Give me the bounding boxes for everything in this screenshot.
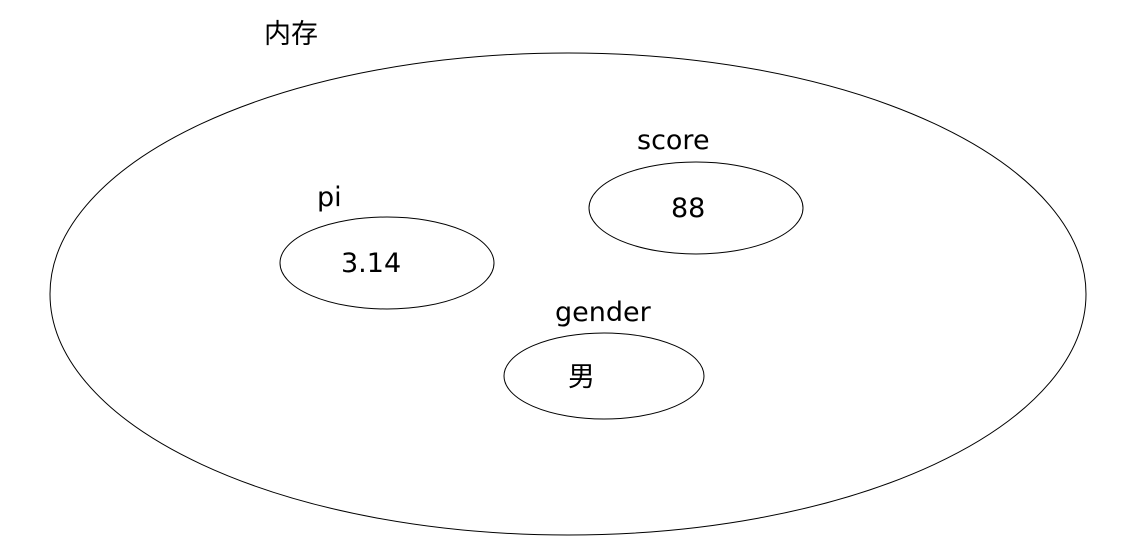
variable-value-score: 88 bbox=[671, 193, 706, 224]
variable-ellipse-pi bbox=[279, 216, 495, 310]
variable-ellipse-score bbox=[588, 161, 804, 255]
memory-container-ellipse bbox=[49, 52, 1087, 536]
variable-label-score: score bbox=[637, 125, 710, 156]
variable-label-pi: pi bbox=[317, 182, 342, 213]
variable-value-gender: 男 bbox=[568, 362, 595, 393]
memory-container-label: 内存 bbox=[264, 19, 318, 50]
variable-ellipse-gender bbox=[503, 332, 705, 420]
variable-value-pi: 3.14 bbox=[341, 248, 402, 279]
variable-label-gender: gender bbox=[555, 297, 651, 328]
